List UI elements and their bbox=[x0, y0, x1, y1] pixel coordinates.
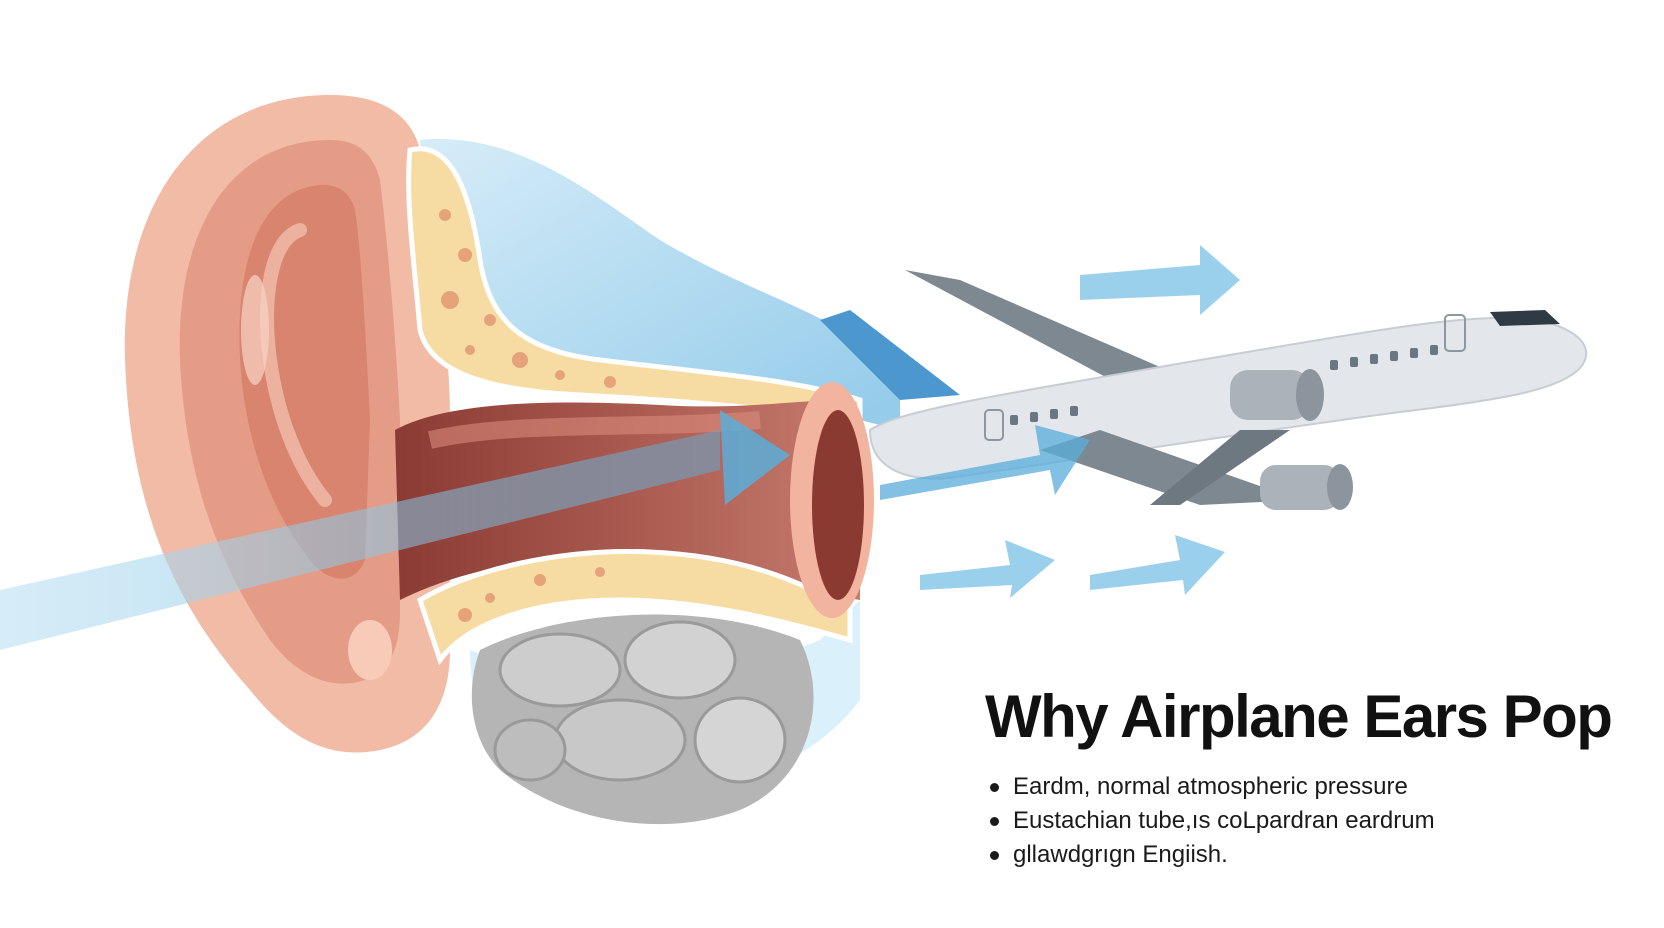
airflow-arrow-icon bbox=[720, 410, 790, 505]
bullet-list: Eardm, normal atmospheric pressure Eusta… bbox=[990, 770, 1435, 872]
list-item: Eustachian tube,ıs coLpardran eardrum bbox=[990, 804, 1435, 838]
page-title: Why Airplane Ears Pop bbox=[985, 683, 1613, 750]
bullet-text: Eustachian tube,ıs coLpardran eardrum bbox=[1013, 807, 1435, 834]
bullet-icon bbox=[990, 850, 999, 860]
outer-ear bbox=[124, 95, 451, 753]
list-item: Eardm, normal atmospheric pressure bbox=[990, 770, 1435, 804]
inner-tissue bbox=[471, 614, 814, 825]
airflow-arrows bbox=[880, 245, 1240, 598]
temporal-bone-lower bbox=[416, 549, 853, 666]
bone-pores bbox=[439, 209, 616, 388]
bullet-icon bbox=[990, 816, 999, 826]
bullet-text: gllawdgrıgn Engiish. bbox=[1013, 841, 1228, 868]
bone-pores-lower bbox=[458, 567, 605, 622]
bullet-text: Eardm, normal atmospheric pressure bbox=[1013, 773, 1408, 800]
bullet-icon bbox=[990, 782, 999, 792]
list-item: gllawdgrıgn Engiish. bbox=[990, 838, 1435, 872]
pressure-volume bbox=[420, 139, 900, 430]
airflow-beam bbox=[0, 430, 720, 650]
eardrum bbox=[790, 382, 874, 618]
